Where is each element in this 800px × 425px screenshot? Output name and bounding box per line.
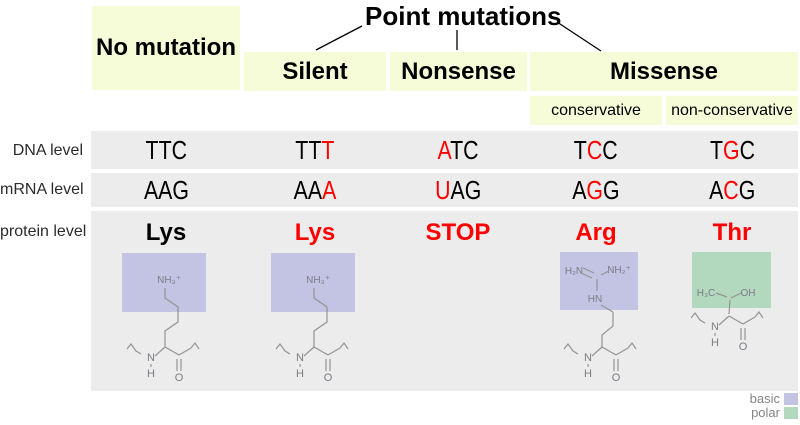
backbone-oxygen-label: O	[324, 372, 333, 384]
protein-name-missense-non-conservative: Thr	[712, 219, 752, 246]
polar-highlight-box	[692, 252, 771, 308]
codon-letter: T	[145, 135, 159, 165]
h2n-group-label: H₂N	[565, 266, 583, 277]
backbone-oxygen-label: O	[175, 372, 184, 384]
codon-letter: C	[602, 135, 618, 165]
page-title: Point mutations	[365, 1, 562, 31]
protein-level-label: protein level	[0, 223, 87, 240]
dna-row-background	[91, 131, 798, 169]
legend-row-basic: basic	[690, 392, 798, 405]
hydroxyl-group-label: OH	[741, 288, 756, 299]
methyl-group-label: H₃C	[697, 288, 716, 299]
codon-letter: T	[450, 135, 464, 165]
codon-letter: T	[158, 135, 172, 165]
backbone-hydrogen-label: H	[711, 337, 719, 349]
backbone-oxygen-label: O	[739, 341, 748, 353]
legend-label-basic: basic	[749, 391, 780, 406]
mrna-codon-nonsense: UAG	[396, 173, 520, 207]
codon-letter: G	[464, 175, 482, 205]
basic-highlight-box	[560, 252, 638, 310]
branch-line-silent	[315, 25, 363, 51]
dna-codon-silent: TTT	[253, 131, 377, 169]
protein-name-missense-conservative: Arg	[575, 219, 617, 246]
missense-branch-box: Missense	[530, 52, 798, 91]
threonine-structure: H₃C OH NH O	[690, 252, 771, 353]
codon-letter: T	[295, 135, 309, 165]
conservative-sub-box: conservative	[530, 96, 662, 125]
dna-level-label: DNA level	[12, 142, 83, 159]
dna-codon-nonsense: ATC	[396, 131, 520, 169]
mrna-codon-missense-non-conservative: ACG	[670, 173, 794, 207]
codon-letter: A	[708, 175, 724, 205]
codon-letter: T	[308, 135, 322, 165]
no-mutation-box: No mutation	[92, 6, 240, 90]
codon-letter: A	[450, 175, 465, 205]
non-conservative-sub-box: non-conservative	[666, 96, 798, 125]
amine-group-label: NH₃⁺	[157, 275, 181, 286]
branch-line-missense	[556, 21, 602, 52]
legend-row-polar: polar	[690, 406, 798, 419]
codon-letter: C	[587, 135, 603, 165]
dna-codon-missense-conservative: TCC	[534, 131, 658, 169]
codon-letter: G	[171, 175, 189, 205]
codon-letter: G	[586, 175, 604, 205]
codon-letter: A	[322, 175, 337, 205]
backbone-nitrogen-label: N	[584, 352, 592, 364]
codon-letter: A	[307, 175, 323, 205]
mrna-codon-no-mutation: AAG	[104, 173, 228, 207]
codon-letter: A	[143, 175, 158, 205]
backbone-hydrogen-label: H	[147, 368, 155, 380]
mrna-codon-missense-conservative: AGG	[534, 173, 658, 207]
legend-swatch-basic	[784, 392, 798, 405]
codon-letter: U	[434, 175, 451, 205]
codon-letter: T	[574, 135, 588, 165]
codon-letter: A	[293, 175, 308, 205]
hn-group-label: HN	[588, 294, 602, 305]
nonsense-branch-box: Nonsense	[390, 52, 527, 91]
mrna-level-label: mRNA level	[0, 181, 84, 198]
codon-letter: A	[437, 135, 451, 165]
lysine-structure: NH₃⁺ NH O	[271, 253, 355, 384]
codon-letter: C	[723, 175, 739, 205]
amine-group-label: NH₃⁺	[306, 275, 330, 286]
backbone-nitrogen-label: N	[296, 352, 304, 364]
legend-label-polar: polar	[751, 405, 780, 420]
arginine-structure: H₂N NH₂⁺ HN NH O	[560, 252, 638, 384]
protein-name-no-mutation: Lys	[145, 219, 187, 246]
mrna-row-background	[91, 173, 798, 207]
codon-letter: G	[722, 135, 740, 165]
protein-name-nonsense: STOP	[425, 219, 491, 246]
codon-letter: T	[321, 135, 335, 165]
codon-letter: G	[603, 175, 620, 205]
branch-connector-lines	[315, 21, 602, 52]
protein-row-background	[91, 211, 798, 391]
codon-letter: C	[739, 135, 755, 165]
codon-letter: C	[171, 135, 187, 165]
codon-letter: G	[738, 175, 756, 205]
basic-highlight-box	[122, 253, 206, 312]
codon-letter: T	[709, 135, 723, 165]
codon-letter: C	[463, 135, 479, 165]
basic-highlight-box	[271, 253, 355, 312]
silent-branch-box: Silent	[244, 52, 386, 91]
backbone-oxygen-label: O	[612, 372, 621, 384]
lysine-structure: NH₃⁺ NH O	[122, 253, 206, 384]
protein-name-silent: Lys	[294, 219, 336, 246]
dna-codon-missense-non-conservative: TGC	[670, 131, 794, 169]
legend-swatch-polar	[784, 406, 798, 419]
backbone-hydrogen-label: H	[584, 368, 592, 380]
mrna-codon-silent: AAA	[253, 173, 377, 207]
codon-letter: A	[572, 175, 587, 205]
dna-codon-no-mutation: TTC	[104, 131, 228, 169]
codon-letter: A	[157, 175, 172, 205]
backbone-nitrogen-label: N	[711, 321, 719, 333]
backbone-hydrogen-label: H	[296, 368, 304, 380]
backbone-nitrogen-label: N	[147, 352, 155, 364]
nh2-group-label: NH₂⁺	[607, 265, 631, 276]
